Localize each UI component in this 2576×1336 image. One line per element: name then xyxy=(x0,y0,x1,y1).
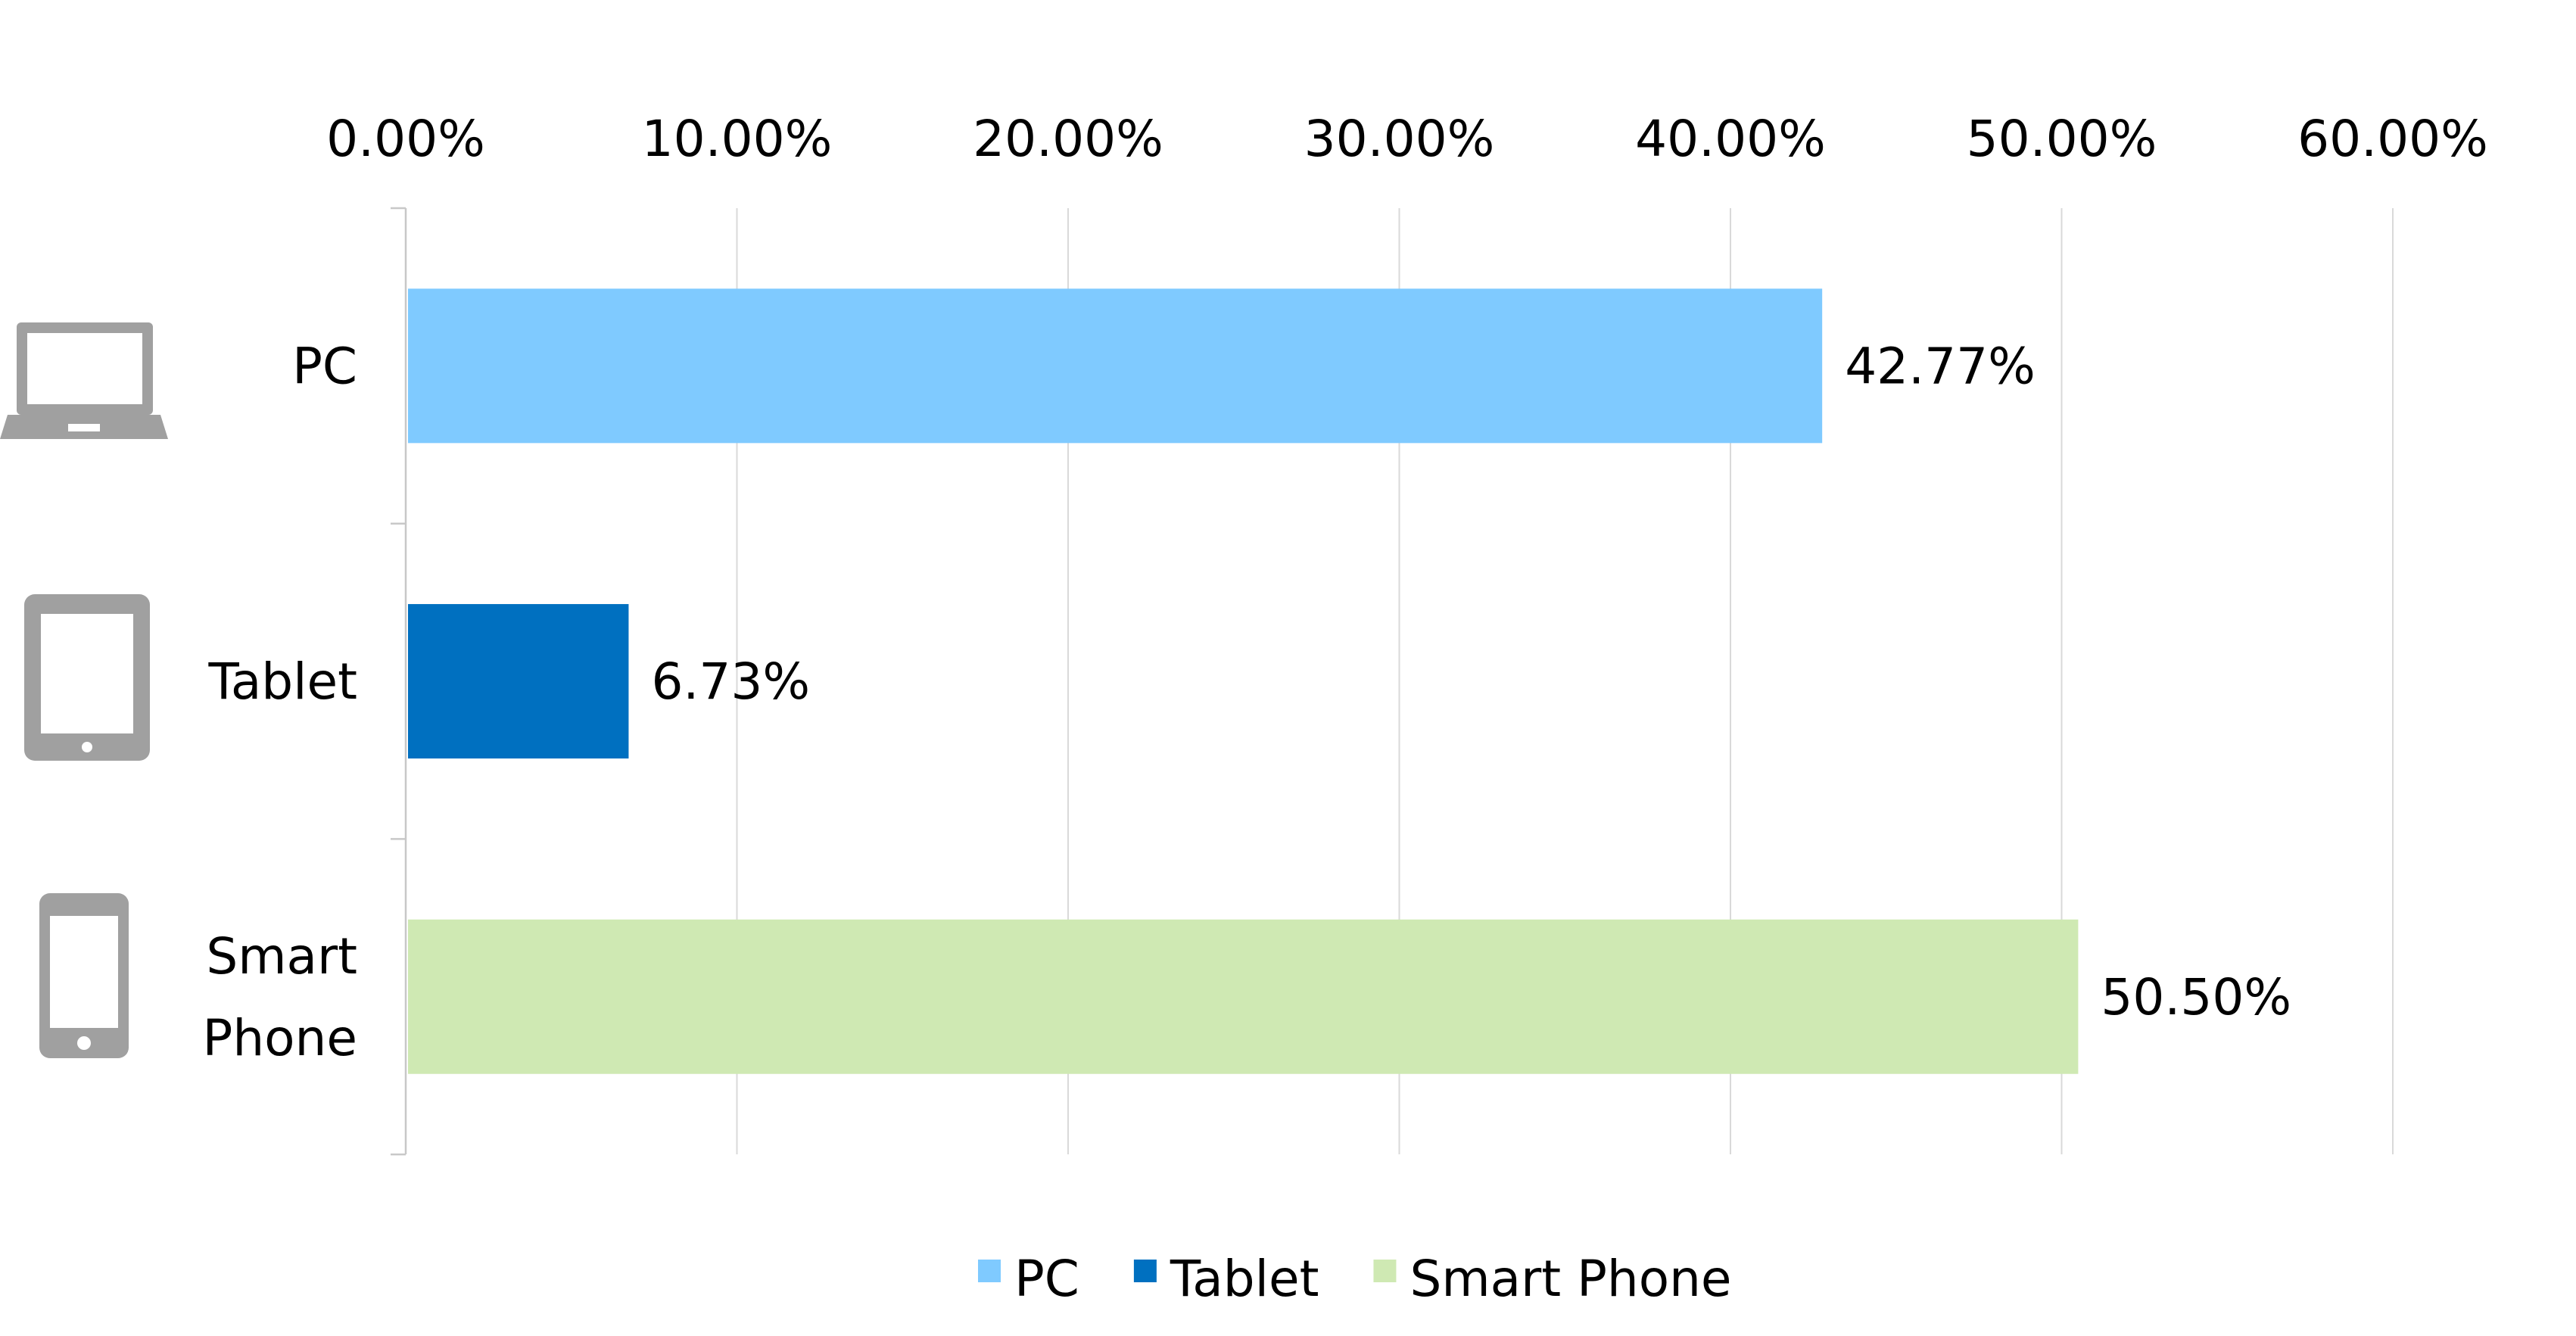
legend: PC Tablet Smart Phone xyxy=(978,1250,1732,1308)
category-label: Phone xyxy=(203,1009,357,1067)
x-tick-label: 60.00% xyxy=(2297,110,2488,168)
legend-label: Smart Phone xyxy=(1409,1250,1731,1308)
device-icons xyxy=(0,322,168,1058)
category-label: Tablet xyxy=(207,652,357,711)
x-tick-label: 50.00% xyxy=(1967,110,2157,168)
bar-pc xyxy=(408,288,1823,444)
category-label: PC xyxy=(292,337,357,395)
laptop-icon xyxy=(0,322,168,439)
legend-label: Tablet xyxy=(1170,1250,1319,1308)
legend-swatch xyxy=(978,1260,1001,1282)
data-label: 42.77% xyxy=(1845,337,2036,395)
legend-label: PC xyxy=(1014,1250,1079,1308)
tablet-icon xyxy=(24,594,150,761)
x-tick-label: 40.00% xyxy=(1635,110,1826,168)
data-labels: 42.77% 6.73% 50.50% xyxy=(651,337,2291,1026)
bar-tablet xyxy=(408,604,629,759)
legend-swatch xyxy=(1133,1260,1157,1282)
x-tick-label: 30.00% xyxy=(1304,110,1495,168)
smartphone-icon xyxy=(39,893,129,1058)
bar-smart-phone xyxy=(408,919,2079,1074)
x-tick-label: 20.00% xyxy=(973,110,1163,168)
category-label: Smart xyxy=(206,927,357,986)
x-axis-ticks: 0.00% 10.00% 20.00% 30.00% 40.00% 50.00% 60.00… xyxy=(326,110,2488,168)
legend-swatch xyxy=(1373,1260,1397,1282)
data-label: 6.73% xyxy=(651,652,810,711)
x-tick-label: 0.00% xyxy=(326,110,485,168)
data-label: 50.50% xyxy=(2101,968,2291,1026)
x-tick-label: 10.00% xyxy=(642,110,833,168)
bars xyxy=(408,288,2079,1074)
